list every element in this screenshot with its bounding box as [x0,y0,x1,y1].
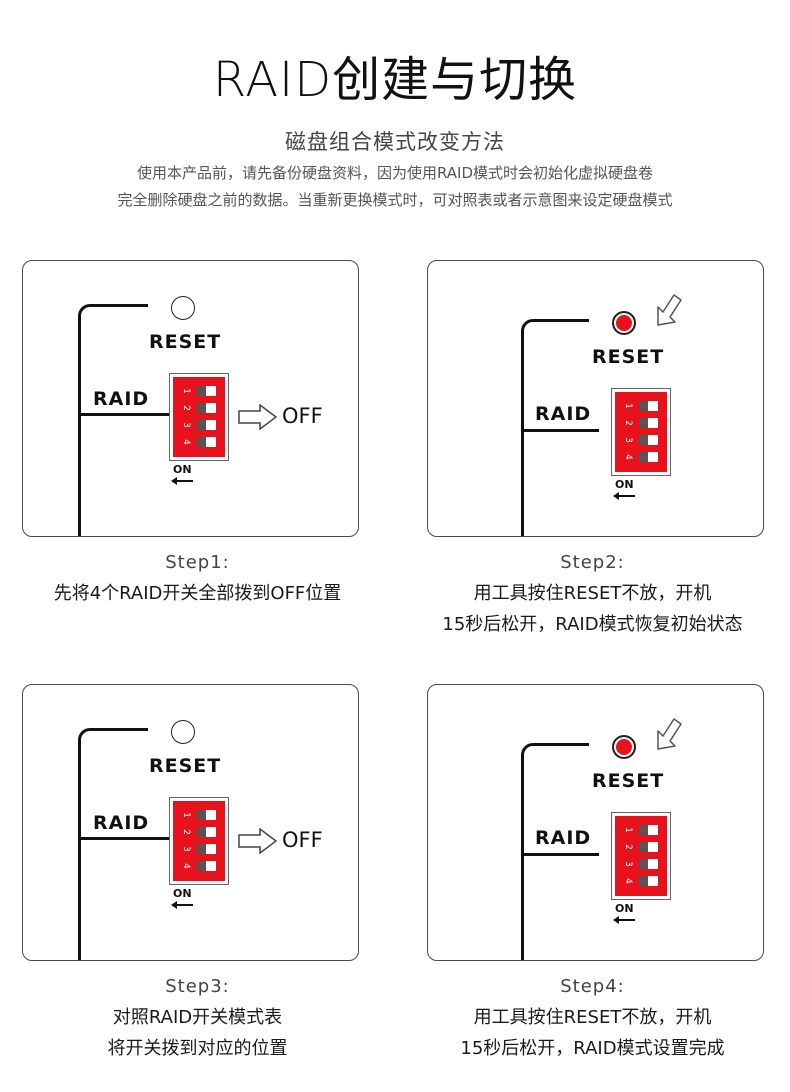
intro-text: 使用本产品前，请先备份硬盘资料，因为使用RAID模式时会初始化虚拟硬盘卷 完全删… [0,160,790,214]
off-label: OFF [282,404,323,428]
on-label: ON [173,463,192,476]
switch-number: 2 [181,829,191,835]
on-label: ON [615,902,634,915]
raid-branch-line [521,429,599,432]
step3-description: 对照RAID开关模式表 将开关拨到对应的位置 [0,1002,395,1064]
reset-label: RESET [149,331,222,353]
on-label: ON [173,887,192,900]
raid-label: RAID [535,827,592,849]
dip-switch-block: 1 2 3 4 [611,388,671,476]
raid-branch-line [78,837,176,840]
step1-description: 先将4个RAID开关全部拨到OFF位置 [0,578,395,609]
switch-number: 1 [623,827,633,833]
on-label: ON [615,478,634,491]
switch-number: 1 [623,403,633,409]
step2-line-2: 15秒后松开，RAID模式恢复初始状态 [442,614,743,635]
on-direction-arrow-icon [613,492,635,500]
dip-switch-block: 1 2 3 4 [169,373,229,461]
reset-label: RESET [592,346,665,368]
dip-switch-block: 1 2 3 4 [169,797,229,885]
step2-diagram: RESET RAID 1 2 3 4 ON [427,260,764,537]
reset-button-led [612,311,636,335]
intro-line-1: 使用本产品前，请先备份硬盘资料，因为使用RAID模式时会初始化虚拟硬盘卷 [136,164,654,182]
switch-number: 2 [181,405,191,411]
step4-line-2: 15秒后松开，RAID模式设置完成 [460,1038,725,1059]
on-direction-arrow-icon [171,477,193,485]
step4-description: 用工具按住RESET不放，开机 15秒后松开，RAID模式设置完成 [395,1002,790,1064]
step4-diagram: RESET RAID 1 2 3 4 ON [427,684,764,961]
raid-cable-line [521,319,589,536]
press-arrow-icon [657,718,682,750]
step2-line-1: 用工具按住RESET不放，开机 [473,583,712,604]
page-subtitle: 磁盘组合模式改变方法 [285,130,505,154]
press-arrow-icon [657,294,682,326]
switch-number: 4 [623,454,633,460]
step1-diagram: RESET RAID 1 2 3 4 OFF ON [22,260,359,537]
reset-button-led [171,296,195,320]
reset-label: RESET [149,755,222,777]
raid-branch-line [521,853,599,856]
raid-label: RAID [93,812,150,834]
switch-number: 2 [623,420,633,426]
raid-cable-line [521,743,589,960]
reset-button-led [171,720,195,744]
raid-label: RAID [93,388,150,410]
switch-number: 3 [181,846,191,852]
step1-line-1: 先将4个RAID开关全部拨到OFF位置 [53,583,342,604]
switch-number: 4 [181,439,191,445]
raid-label: RAID [535,403,592,425]
step2-title: Step2: [560,552,625,573]
switch-number: 3 [181,422,191,428]
step4-title: Step4: [560,976,625,997]
reset-button-led [612,735,636,759]
reset-label: RESET [592,770,665,792]
step3-line-1: 对照RAID开关模式表 [112,1007,283,1028]
switch-number: 4 [181,863,191,869]
step3-line-2: 将开关拨到对应的位置 [107,1038,288,1059]
dip-switch-block: 1 2 3 4 [611,812,671,900]
switch-number: 1 [181,388,191,394]
step4-line-1: 用工具按住RESET不放，开机 [473,1007,712,1028]
on-direction-arrow-icon [613,916,635,924]
step2-description: 用工具按住RESET不放，开机 15秒后松开，RAID模式恢复初始状态 [395,578,790,640]
step1-title: Step1: [165,552,230,573]
page-title: RAID创建与切换 [212,52,578,108]
raid-cable-line [78,728,148,960]
switch-number: 1 [181,812,191,818]
off-label: OFF [282,828,323,852]
arrow-right-icon [238,404,278,430]
on-direction-arrow-icon [171,901,193,909]
raid-cable-line [78,304,148,536]
step3-title: Step3: [165,976,230,997]
arrow-right-icon [238,828,278,854]
switch-number: 3 [623,861,633,867]
switch-number: 4 [623,878,633,884]
raid-branch-line [78,413,176,416]
intro-line-2: 完全删除硬盘之前的数据。当重新更换模式时，可对照表或者示意图来设定硬盘模式 [117,191,673,209]
switch-number: 3 [623,437,633,443]
switch-number: 2 [623,844,633,850]
step3-diagram: RESET RAID 1 2 3 4 OFF ON [22,684,359,961]
